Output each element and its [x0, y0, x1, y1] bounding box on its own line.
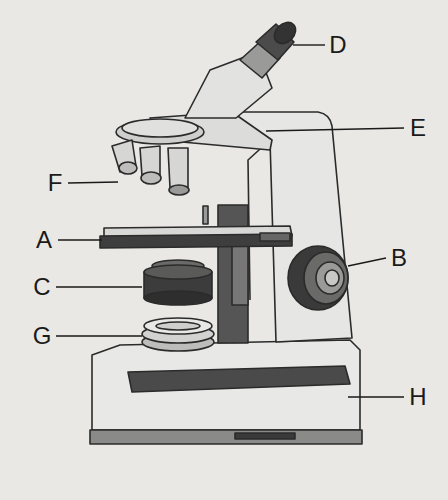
part-letter: F	[48, 171, 63, 195]
part-letter: C	[33, 275, 50, 299]
part-letter: B	[391, 246, 407, 270]
part-letter: D	[329, 33, 346, 57]
part-letter: E	[410, 116, 426, 140]
part-letter: H	[409, 385, 426, 409]
part-letter: A	[36, 228, 52, 252]
part-letter: G	[33, 324, 52, 348]
leader-lines	[56, 45, 404, 397]
